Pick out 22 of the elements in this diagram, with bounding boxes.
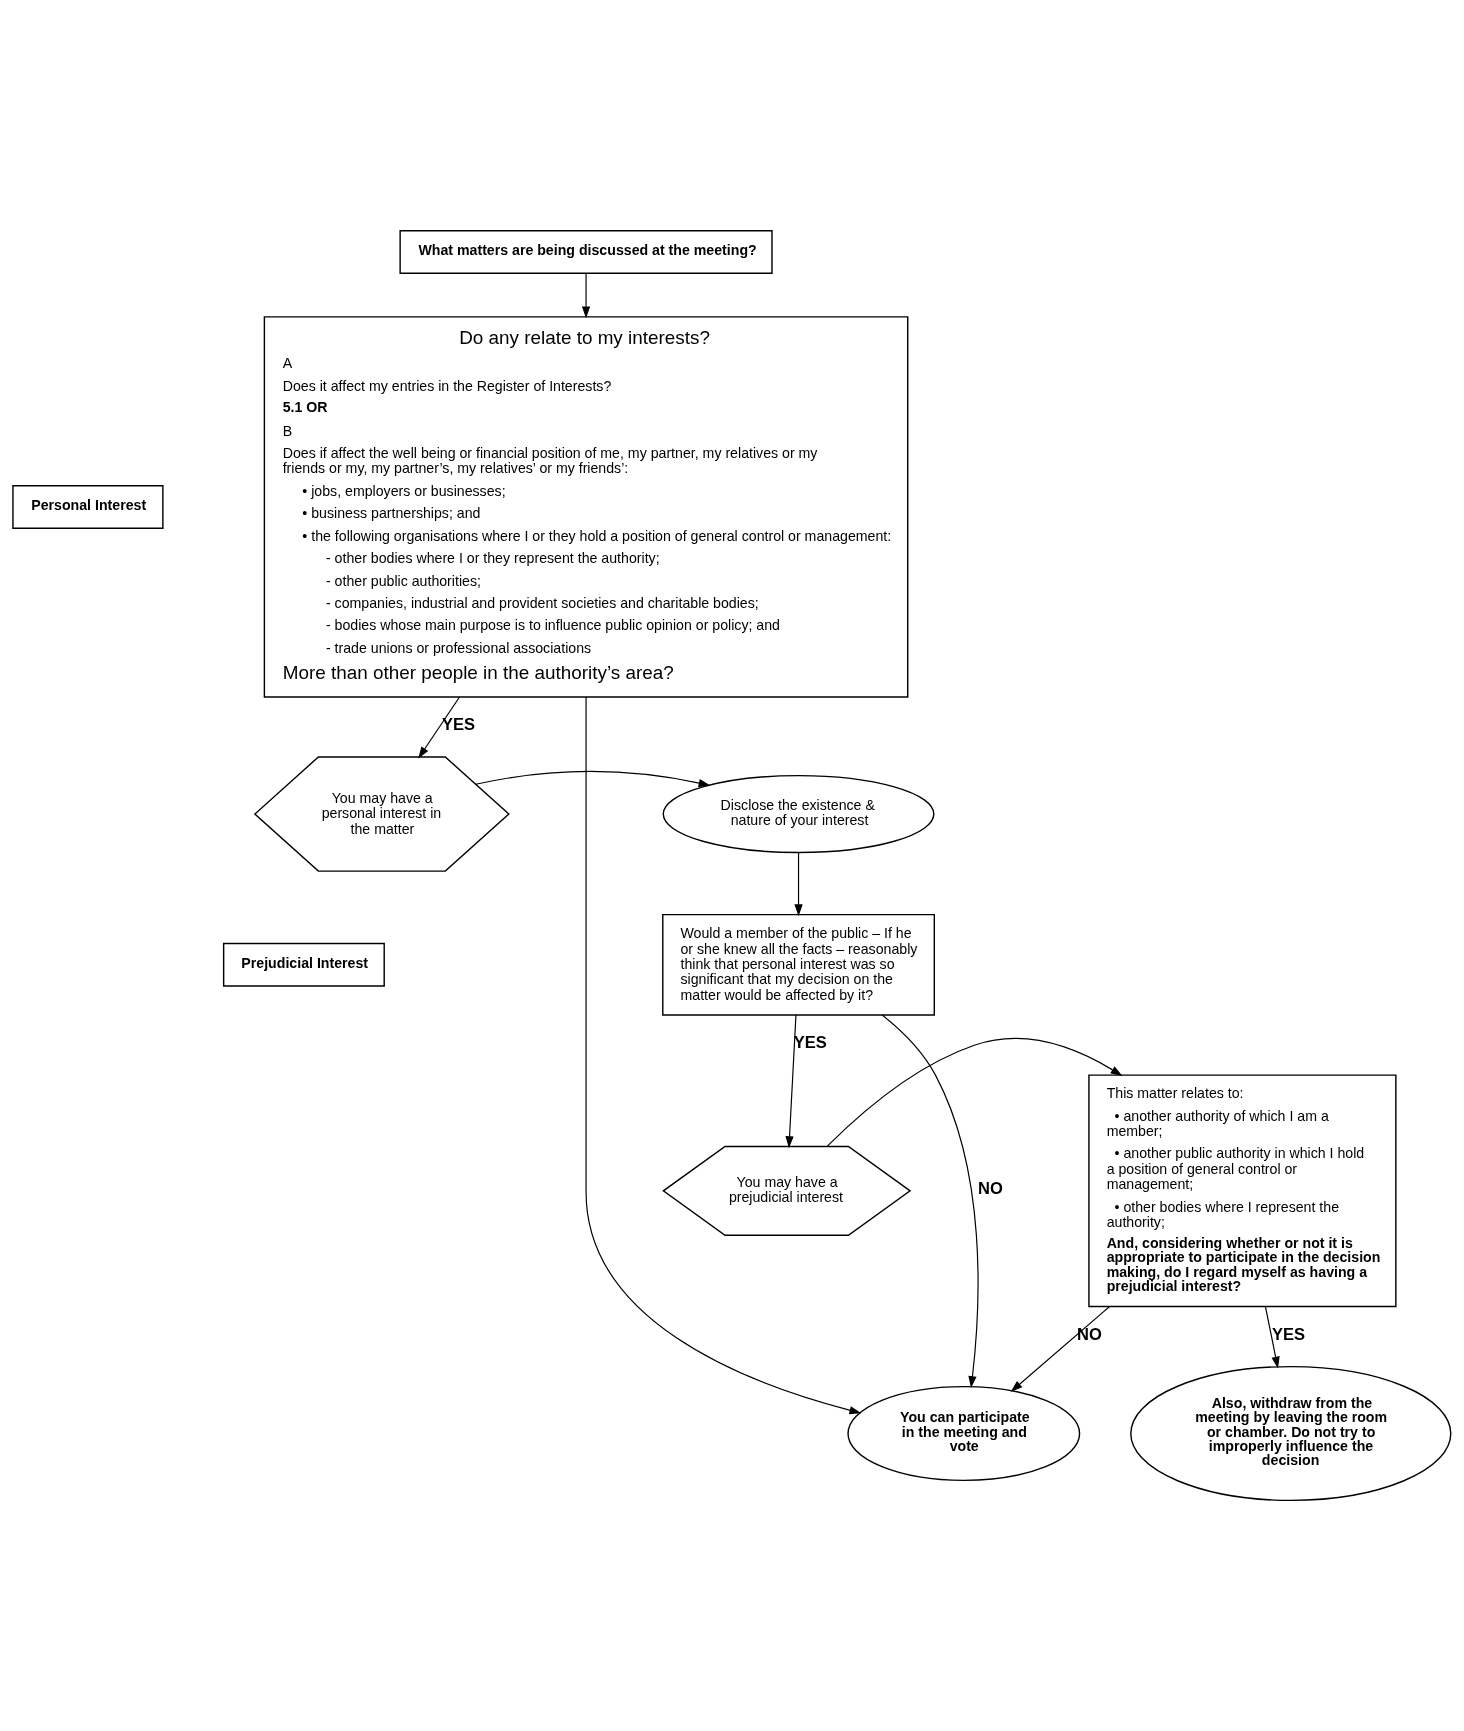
node-ellipse: Also, withdraw from the meeting by leaving the room or chamber. Do not try to improperly influence the decision	[1130, 1365, 1452, 1502]
arrow	[785, 1014, 797, 1149]
edge-label: NO	[977, 1179, 1003, 1199]
node-ellipse: Disclose the existence & nature of your interest	[662, 774, 935, 854]
arrow	[881, 1014, 979, 1389]
node-box: Personal Interest	[12, 485, 164, 529]
arrow	[1010, 1305, 1111, 1392]
node-box: Would a member of the public – If he or she knew all the facts – reasonably think that personal interest was so significant that my decision on the matter would be affected by it?	[662, 913, 935, 1016]
node-box: What matters are being discussed at the meeting?	[399, 230, 773, 274]
node-box: This matter relates to: • another authority of which I am a member; • another public authority in which I hold a position of general control or management; • other bodies where I represent the authority; And, considering whether or not it is appropriate to participate in the decision making, do I regard myself as having a prejudicial interest?	[1088, 1074, 1397, 1308]
arrow	[585, 696, 862, 1415]
arrow	[581, 272, 591, 319]
arrow	[418, 696, 460, 759]
node-box: Prejudicial Interest	[222, 942, 385, 987]
edge-label: YES	[442, 715, 476, 735]
arrow	[1264, 1305, 1280, 1369]
arrow	[794, 852, 803, 917]
edge-label: NO	[1077, 1324, 1102, 1344]
arrow	[826, 1038, 1123, 1147]
arrow	[475, 770, 711, 788]
node-box: Do any relate to my interests? A Does it affect my entries in the Register of Interests? 5.1 OR B Does if affect the well being or financial position of me, my partner, my relatives or my friends or my, my partner’s, my relatives’ or my friends’: • jobs, employers or businesses; • business partnerships; and • the following organisations where I or they hold a position of general control or management: - other bodies where I or they represent the authority; - other public authorities; - companies, industrial and provident societies and charitable bodies; - bodies whose main purpose is to influence public opinion or policy; and - trade unions or professional associations More than other people in the authority’s area?	[263, 316, 909, 698]
edge-label: YES	[1271, 1324, 1305, 1344]
